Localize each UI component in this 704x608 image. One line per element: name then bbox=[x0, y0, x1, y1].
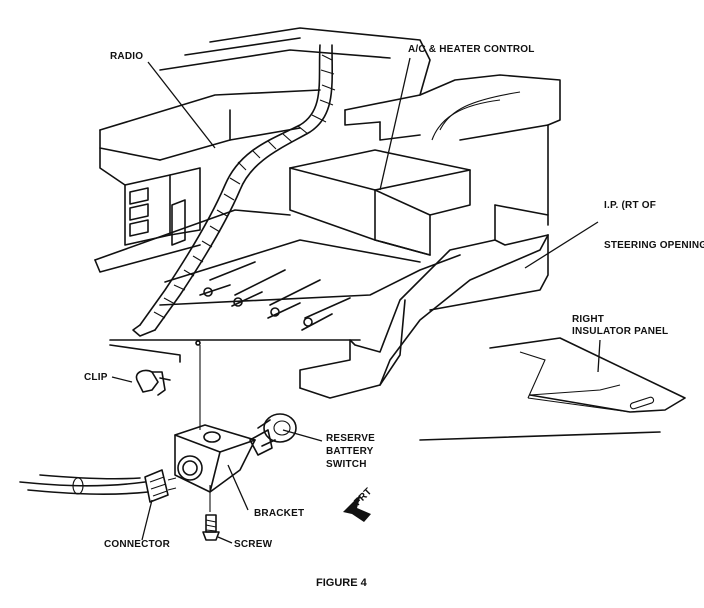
screw-part bbox=[202, 514, 220, 541]
label-reserve-line3: SWITCH bbox=[326, 459, 367, 470]
wiring-harness bbox=[132, 44, 336, 337]
leader-lines bbox=[111, 57, 601, 544]
label-screw: SCREW bbox=[234, 539, 273, 550]
label-frt: FRT bbox=[352, 486, 374, 508]
label-ac-heater-control: A/C & HEATER CONTROL bbox=[408, 44, 535, 55]
upper-dash-structure bbox=[99, 27, 561, 246]
reserve-battery-switch bbox=[249, 413, 297, 456]
label-reserve-line2: BATTERY bbox=[326, 446, 374, 457]
ac-heater-control-box bbox=[289, 149, 471, 256]
mounting-shelf bbox=[94, 209, 549, 399]
radio-unit bbox=[99, 147, 201, 246]
label-bracket: BRACKET bbox=[254, 508, 304, 519]
connector-part bbox=[19, 469, 177, 503]
label-ip-line2: STEERING OPENING) bbox=[604, 240, 704, 251]
label-radio: RADIO bbox=[110, 51, 143, 62]
label-ip-line1: I.P. (RT OF bbox=[604, 200, 656, 211]
label-reserve-line1: RESERVE bbox=[326, 433, 375, 444]
label-connector: CONNECTOR bbox=[104, 539, 171, 550]
mounting-studs bbox=[199, 261, 351, 331]
label-insulator-line1: RIGHT bbox=[572, 314, 604, 325]
front-direction-arrow-icon bbox=[343, 494, 371, 522]
bracket-part bbox=[174, 424, 256, 493]
figure-caption: FIGURE 4 bbox=[316, 577, 368, 589]
right-insulator-panel bbox=[419, 337, 686, 441]
label-clip: CLIP bbox=[84, 372, 108, 383]
clip-part bbox=[135, 369, 171, 396]
label-insulator-line2: INSULATOR PANEL bbox=[572, 326, 668, 337]
guide-stud-head bbox=[195, 340, 201, 346]
